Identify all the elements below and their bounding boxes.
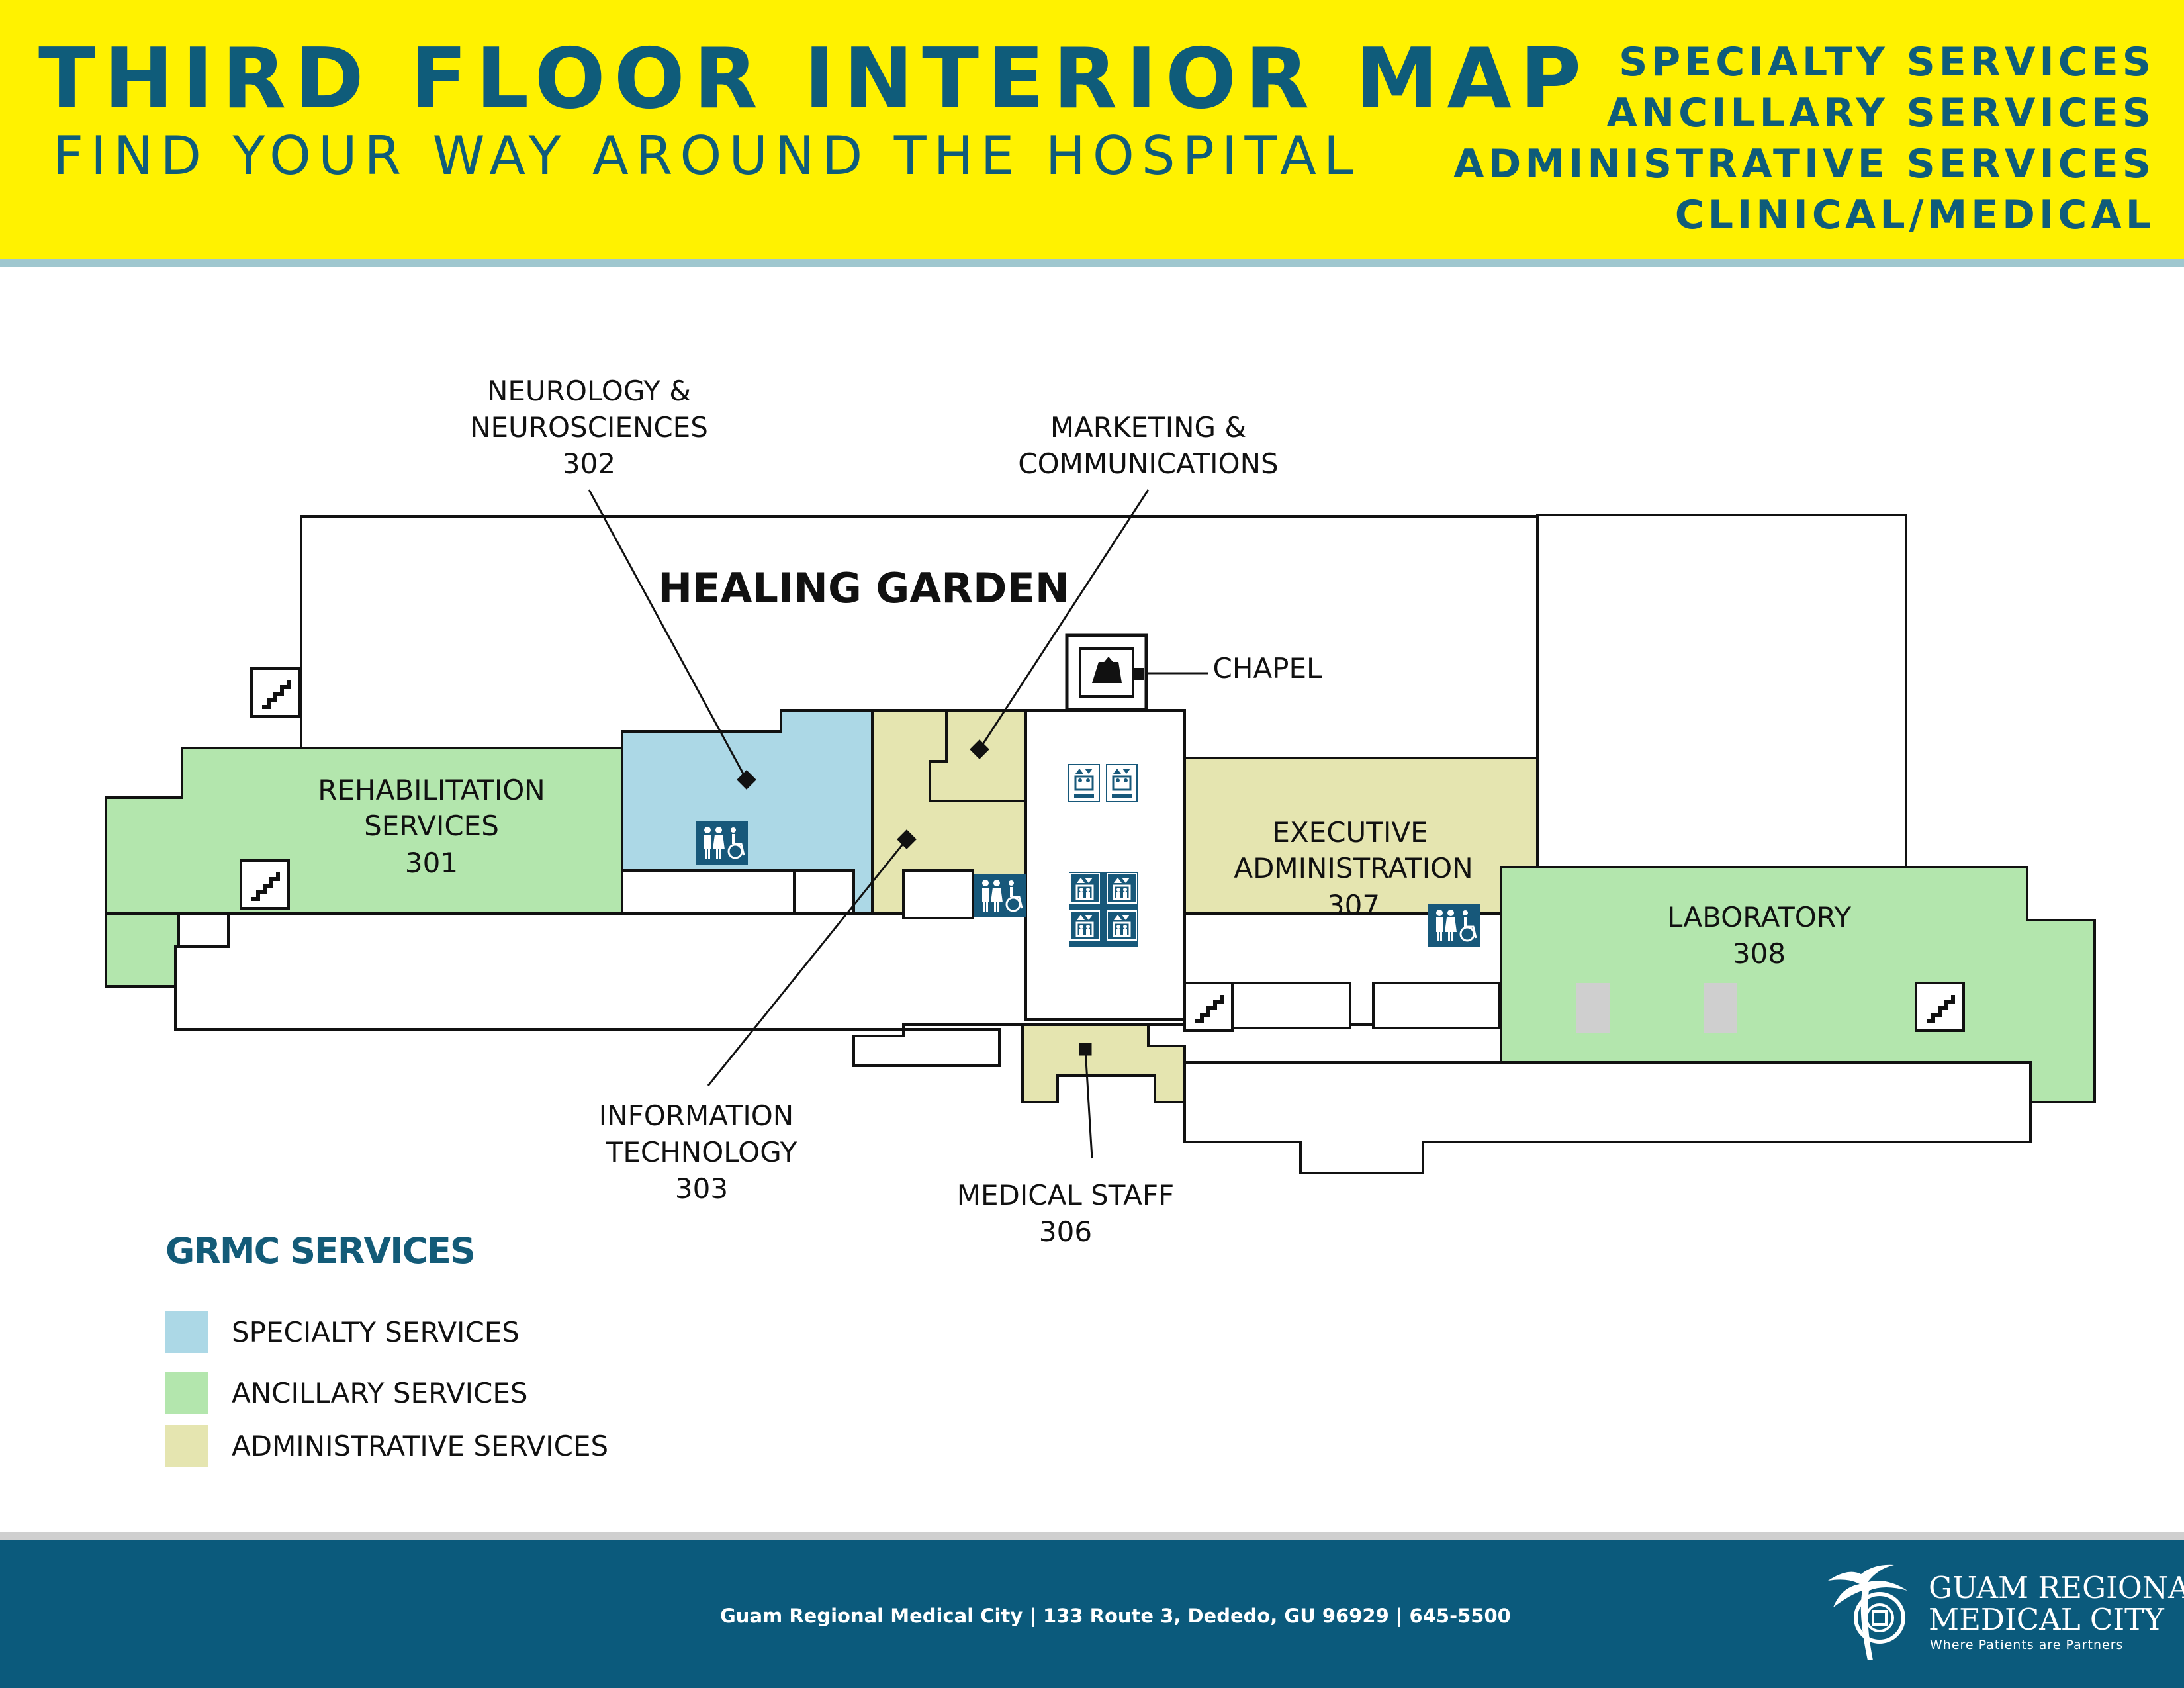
stairs-icon bbox=[1185, 983, 1232, 1031]
category-specialty: SPECIALTY SERVICES bbox=[1619, 39, 2155, 85]
header-banner bbox=[0, 0, 2184, 259]
label-medstaff-1: MEDICAL STAFF bbox=[957, 1179, 1174, 1211]
legend-label: ADMINISTRATIVE SERVICES bbox=[232, 1430, 609, 1462]
category-ancillary: ANCILLARY SERVICES bbox=[1606, 90, 2155, 136]
category-clinical: CLINICAL/MEDICAL bbox=[1674, 192, 2155, 238]
elevator-icon bbox=[1069, 872, 1138, 947]
label-rehab-2: SERVICES bbox=[364, 810, 499, 842]
label-laboratory-1: LABORATORY bbox=[1667, 901, 1851, 933]
label-medstaff-2: 306 bbox=[1039, 1215, 1092, 1248]
stairs-icon bbox=[251, 669, 299, 716]
lab-partition-1 bbox=[1576, 983, 1610, 1033]
grmc-logo: GUAM REGIONAL MEDICAL CITY Where Patient… bbox=[1821, 1561, 2184, 1667]
footer-address: Guam Regional Medical City | 133 Route 3… bbox=[720, 1605, 1511, 1627]
page-subtitle: FIND YOUR WAY AROUND THE HOSPITAL bbox=[53, 125, 1361, 187]
logo-name-line2: MEDICAL CITY bbox=[1929, 1602, 2164, 1637]
room-blank-3 bbox=[1231, 982, 1351, 1029]
restroom-icon bbox=[1427, 902, 1481, 949]
page-title: THIRD FLOOR INTERIOR MAP bbox=[38, 30, 1590, 127]
corridor-central bbox=[1024, 709, 1186, 1021]
room-blank-1 bbox=[621, 869, 796, 915]
label-rehab-1: REHABILITATION bbox=[318, 774, 545, 806]
rehab-annex bbox=[105, 912, 180, 988]
label-executive-3: 307 bbox=[1327, 889, 1380, 921]
footer-divider bbox=[0, 1532, 2184, 1540]
label-marketing-2: COMMUNICATIONS bbox=[1018, 447, 1278, 480]
label-executive-1: EXECUTIVE bbox=[1272, 816, 1428, 849]
garden-label: HEALING GARDEN bbox=[658, 564, 1069, 612]
lab-partition-2 bbox=[1704, 983, 1737, 1033]
label-executive-2: ADMINISTRATION bbox=[1234, 852, 1473, 884]
logo-tagline: Where Patients are Partners bbox=[1930, 1638, 2124, 1652]
label-it-3: 303 bbox=[675, 1172, 728, 1205]
footer-bar bbox=[0, 1540, 2184, 1688]
label-it-1: INFORMATION bbox=[599, 1100, 794, 1132]
label-chapel: CHAPEL bbox=[1213, 652, 1323, 684]
corridor-east bbox=[1183, 1061, 2032, 1174]
label-neurology-3: 302 bbox=[563, 447, 615, 480]
label-laboratory-2: 308 bbox=[1733, 937, 1786, 970]
label-neurology-1: NEUROLOGY & bbox=[487, 375, 691, 407]
label-marketing-1: MARKETING & bbox=[1050, 411, 1246, 444]
legend-title: GRMC SERVICES bbox=[165, 1230, 476, 1272]
room-blank-4 bbox=[1372, 982, 1500, 1029]
logo-name-line1: GUAM REGIONAL bbox=[1929, 1570, 2184, 1605]
legend-swatch bbox=[165, 1425, 208, 1467]
label-neurology-2: NEUROSCIENCES bbox=[470, 411, 708, 444]
room-medical-staff[interactable] bbox=[1021, 1018, 1186, 1103]
legend-label: SPECIALTY SERVICES bbox=[232, 1316, 520, 1348]
label-rehab-3: 301 bbox=[405, 847, 458, 879]
legend-swatch bbox=[165, 1372, 208, 1414]
leader-marketing bbox=[978, 489, 1150, 750]
garden-bay bbox=[1536, 514, 1907, 868]
legend-swatch bbox=[165, 1311, 208, 1353]
stairs-icon bbox=[241, 861, 289, 908]
category-list: SPECIALTY SERVICES ANCILLARY SERVICES AD… bbox=[1453, 37, 2155, 241]
header-divider bbox=[0, 259, 2184, 267]
room-blank-2 bbox=[902, 869, 974, 919]
palm-tree-icon bbox=[1828, 1564, 1907, 1660]
category-administrative: ADMINISTRATIVE SERVICES bbox=[1453, 141, 2155, 187]
label-it-2: TECHNOLOGY bbox=[606, 1136, 797, 1168]
leader-it bbox=[707, 839, 908, 1086]
restroom-icon bbox=[695, 820, 749, 866]
leader-neurology bbox=[588, 489, 748, 780]
leader-medical-staff bbox=[1084, 1049, 1093, 1159]
legend-label: ANCILLARY SERVICES bbox=[232, 1377, 528, 1409]
restroom-icon bbox=[973, 872, 1027, 919]
stairs-icon bbox=[1916, 983, 1964, 1031]
